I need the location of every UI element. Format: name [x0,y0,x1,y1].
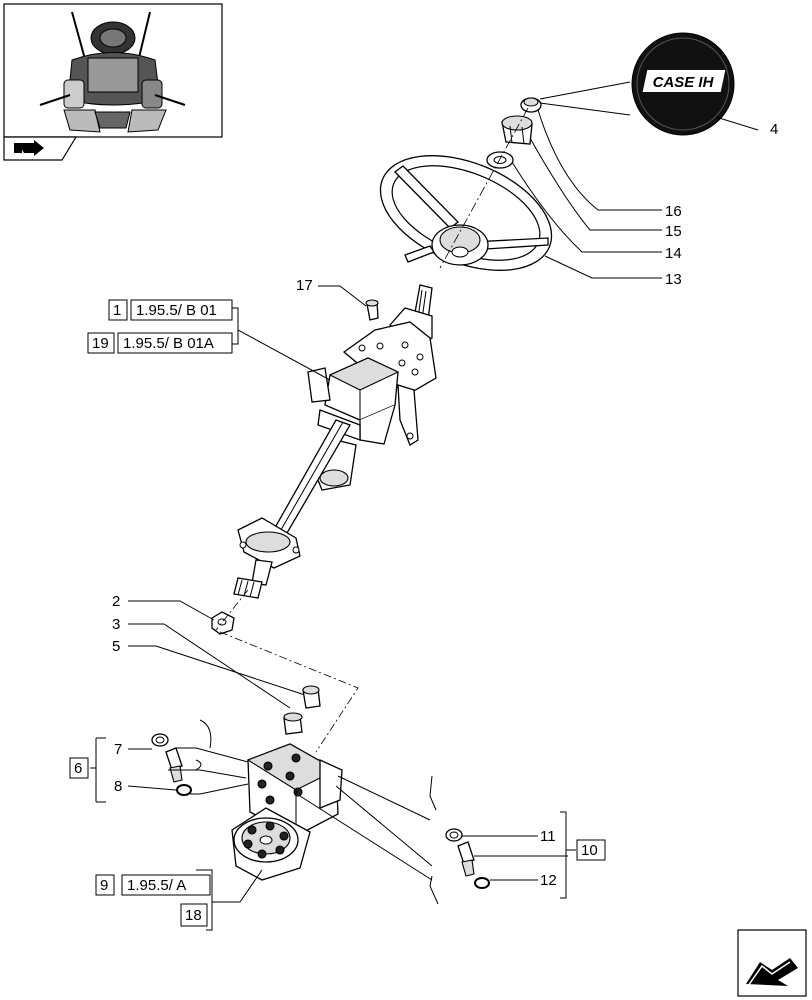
steering-column [233,284,437,599]
adapter-fitting-right [457,841,475,877]
callout-4: 4 [770,121,778,138]
sleeve-5 [283,712,303,735]
callout-7: 7 [114,741,122,758]
callout-9: 9 [100,877,108,894]
coupling-nut [211,611,235,635]
washer [486,151,514,169]
tractor-cab-thumbnail[interactable] [3,3,223,161]
callout-3: 3 [112,616,120,633]
callout-1: 1 [113,302,121,319]
callout-19: 19 [92,335,109,352]
reference-19[interactable]: 1.95.5/ B 01A [123,335,214,352]
bolt-3 [302,685,321,709]
callout-2: 2 [112,593,120,610]
adapter-fitting [165,747,183,783]
callout-13: 13 [665,271,682,288]
callout-5: 5 [112,638,120,655]
horn-cap [520,97,542,113]
callout-6: 6 [74,760,82,777]
case-ih-logo: CASE IH [631,32,735,136]
callout-11: 11 [540,828,556,845]
reference-1[interactable]: 1.95.5/ B 01 [136,302,217,319]
callout-10: 10 [581,842,598,859]
callout-8: 8 [114,778,122,795]
callout-14: 14 [665,245,682,262]
o-ring-8 [176,784,192,796]
hydraulic-steering-unit [231,743,343,881]
o-ring-11 [445,828,463,842]
o-ring-12 [474,877,490,889]
o-ring-7 [151,733,169,747]
steering-nut [501,115,533,145]
callout-18: 18 [185,907,202,924]
svg-text:CASE IH: CASE IH [653,74,715,91]
callout-12: 12 [540,872,557,889]
reference-9[interactable]: 1.95.5/ A [127,877,186,894]
callout-15: 15 [665,223,682,240]
steering-wheel [379,155,553,271]
previous-page-arrow-icon[interactable] [14,140,44,156]
callout-16: 16 [665,203,682,220]
next-page-arrow-icon[interactable] [737,929,807,997]
screw-17 [365,299,379,321]
callout-17: 17 [296,277,313,294]
